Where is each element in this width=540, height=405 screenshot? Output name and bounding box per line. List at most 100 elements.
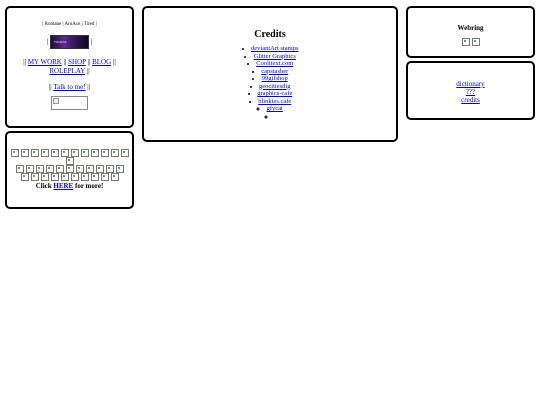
credits-item: Glitter Graphics xyxy=(144,53,396,61)
site-button-icon[interactable] xyxy=(90,173,99,182)
site-button-icon[interactable] xyxy=(55,165,64,174)
credits-link[interactable]: Glitter Graphics xyxy=(253,52,296,60)
nav-separator: || xyxy=(23,58,27,66)
site-button-icon[interactable] xyxy=(95,165,104,174)
site-button-icon[interactable] xyxy=(70,173,79,182)
site-button-icon[interactable] xyxy=(40,149,49,158)
button-wall xyxy=(7,149,132,182)
site-button-icon[interactable] xyxy=(60,173,69,182)
credits-subitem: gfycat xyxy=(144,105,396,113)
nav-roleplay-link[interactable]: ROLEPLAY xyxy=(49,67,86,75)
credits-link[interactable]: graphics-cafe xyxy=(257,90,293,97)
banner-text: TOGEAR xyxy=(54,40,67,44)
site-button-icon[interactable] xyxy=(20,173,29,182)
credits-item: geocitiesdig xyxy=(144,83,396,91)
here-link[interactable]: HERE xyxy=(53,182,74,190)
site-button-icon[interactable] xyxy=(40,173,49,182)
link-row: credits xyxy=(408,96,533,104)
nav-separator: || xyxy=(87,58,91,66)
credits-item: Coolitext.com xyxy=(144,60,396,68)
more-suffix: for more! xyxy=(73,182,104,190)
profile-panel: | Romane | AroAce | Tired | | TOGEAR | |… xyxy=(5,6,134,128)
site-button-icon[interactable] xyxy=(100,149,109,158)
webring-prev-icon[interactable] xyxy=(461,38,470,47)
talk-suffix: || xyxy=(85,83,91,91)
site-button-icon[interactable] xyxy=(60,149,69,158)
credits-link[interactable]: 99gifshop xyxy=(261,75,288,82)
nav-separator: || xyxy=(63,58,67,66)
site-button-icon[interactable] xyxy=(25,165,34,174)
site-button-icon[interactable] xyxy=(115,165,124,174)
site-button-icon[interactable] xyxy=(50,149,59,158)
talk-prefix: || xyxy=(48,83,54,91)
credits-item: 99gifshop xyxy=(144,75,396,83)
nav-blog-link[interactable]: BLOG xyxy=(92,58,112,66)
links-list: dictionary???credits xyxy=(408,80,533,104)
webring-buttons xyxy=(408,33,533,51)
credits-link[interactable]: blinkies.cafe xyxy=(258,97,292,105)
site-button-icon[interactable] xyxy=(20,149,29,158)
link-row: ??? xyxy=(408,88,533,96)
credits-subitem xyxy=(144,113,396,121)
site-button-icon[interactable] xyxy=(30,149,39,158)
banner-row: | TOGEAR | xyxy=(7,35,132,49)
site-button-icon[interactable] xyxy=(100,173,109,182)
credits-link[interactable]: geocitiesdig xyxy=(259,82,291,90)
site-button-icon[interactable] xyxy=(110,173,119,182)
site-button-icon[interactable] xyxy=(85,165,94,174)
site-button-icon[interactable] xyxy=(50,173,59,182)
site-button-icon[interactable] xyxy=(15,165,24,174)
buttons-panel: Click HERE for more! xyxy=(5,131,134,209)
webring-title: Webring xyxy=(457,24,484,32)
site-button-icon[interactable] xyxy=(120,149,129,158)
banner-bar-right: | xyxy=(90,37,93,46)
button-row xyxy=(7,149,132,158)
site-button-icon[interactable] xyxy=(80,149,89,158)
site-button-icon[interactable] xyxy=(65,157,74,166)
credits-item: capstasher xyxy=(144,68,396,76)
credits-link[interactable]: deviantArt stamps xyxy=(251,45,299,52)
site-button-icon[interactable] xyxy=(45,165,54,174)
nav-separator: || xyxy=(86,67,90,75)
site-button-icon[interactable] xyxy=(80,173,89,182)
button-row xyxy=(7,165,132,174)
side-link[interactable]: dictionary xyxy=(456,80,485,88)
side-link[interactable]: ??? xyxy=(465,88,476,96)
credits-item: blinkies.cafe xyxy=(144,98,396,106)
credits-title: Credits xyxy=(254,29,286,40)
site-button-icon[interactable] xyxy=(10,149,19,158)
button-row xyxy=(7,173,132,182)
site-button-icon[interactable] xyxy=(65,165,74,174)
side-link[interactable]: credits xyxy=(461,96,480,104)
credits-sublist: gfycat xyxy=(144,105,396,120)
site-button-icon[interactable] xyxy=(30,173,39,182)
credits-item: deviantArt stamps xyxy=(144,45,396,53)
talk-row: || Talk to me! || xyxy=(7,83,132,91)
nav-my-work-link[interactable]: MY WORK xyxy=(27,58,62,66)
identity-tags: | Romane | AroAce | Tired | xyxy=(42,22,97,27)
links-panel: dictionary???credits xyxy=(406,61,535,120)
credits-item: graphics-cafe xyxy=(144,90,396,98)
webring-next-icon[interactable] xyxy=(471,38,480,47)
talk-to-me-link[interactable]: Talk to me! xyxy=(53,83,86,91)
main-nav: || MY WORK || SHOP || BLOG || ROLEPLAY |… xyxy=(7,58,132,76)
broken-image-icon xyxy=(51,96,88,110)
nav-separator: || xyxy=(112,58,116,66)
credits-link[interactable]: capstasher xyxy=(261,67,289,75)
credits-list: deviantArt stampsGlitter GraphicsCoolite… xyxy=(144,45,396,120)
site-button-icon[interactable] xyxy=(110,149,119,158)
credits-link[interactable]: Coolitext.com xyxy=(256,60,294,67)
site-button-icon[interactable] xyxy=(75,165,84,174)
more-row: Click HERE for more! xyxy=(7,182,132,190)
site-button-icon[interactable] xyxy=(90,149,99,158)
link-row: dictionary xyxy=(408,80,533,88)
site-button-icon[interactable] xyxy=(35,165,44,174)
button-row xyxy=(7,157,132,166)
nav-shop-link[interactable]: SHOP xyxy=(68,58,86,66)
credits-subgroup: gfycat xyxy=(144,105,396,120)
credits-sublink[interactable]: gfycat xyxy=(266,105,283,112)
site-button-icon[interactable] xyxy=(105,165,114,174)
webring-panel: Webring xyxy=(406,6,535,58)
site-button-icon[interactable] xyxy=(70,149,79,158)
banner-bar-left: | xyxy=(46,37,49,46)
